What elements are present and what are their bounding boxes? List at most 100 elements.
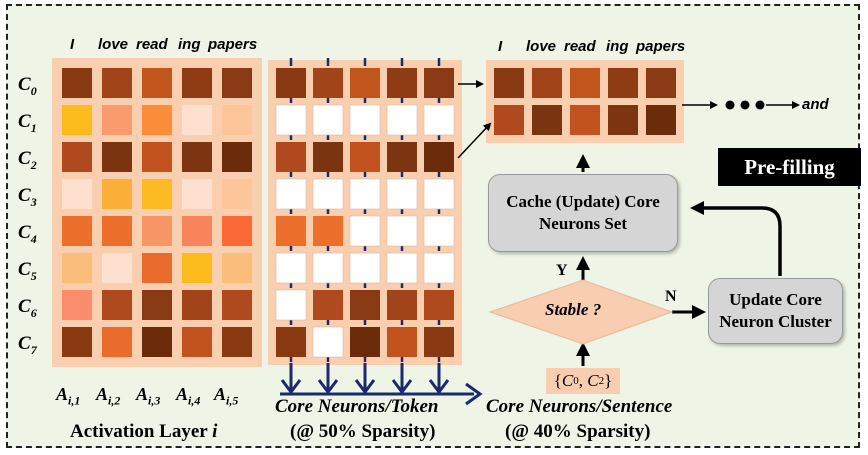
activation-grid-cell <box>142 327 172 357</box>
activation-grid-cell <box>62 68 92 98</box>
sentence-aggregate-arrowhead <box>465 382 483 406</box>
activation-grid-cell <box>62 290 92 320</box>
token-grid-cell <box>387 327 417 357</box>
token-label: ing <box>178 36 201 53</box>
activation-grid-cell <box>142 179 172 209</box>
sentence-grid-cell <box>570 105 600 135</box>
activation-grid-cell <box>102 179 132 209</box>
activation-grid-cell <box>62 216 92 246</box>
row-label-c7: C7 <box>18 333 37 357</box>
token-grid-cell <box>350 290 380 320</box>
column-label-a3: Ai,3 <box>136 384 161 408</box>
activation-grid-cell <box>102 68 132 98</box>
token-grid-cell <box>387 142 417 172</box>
token-label: read <box>136 36 168 53</box>
sentence-grid-cell <box>570 68 600 98</box>
cache-box-label: Cache (Update) Core Neurons Set <box>506 192 660 233</box>
next-token-label: and <box>802 96 829 113</box>
ellipsis-dot <box>725 100 735 110</box>
no-label: N <box>665 288 677 305</box>
token-grid-cell <box>423 252 455 284</box>
activation-grid-cell <box>62 253 92 283</box>
stable-decision-diamond <box>488 279 674 345</box>
activation-grid-cell <box>222 142 252 172</box>
sentence-grid-cell <box>646 105 676 135</box>
sentence-grid-cell <box>532 68 562 98</box>
activation-grid-panel <box>52 58 262 367</box>
activation-grid-cell <box>102 216 132 246</box>
column-label-a1: Ai,1 <box>56 384 81 408</box>
activation-grid-cell <box>222 105 252 135</box>
row-label-c6: C6 <box>18 296 37 320</box>
token-grid-cell <box>424 142 454 172</box>
activation-grid-cell <box>182 216 212 246</box>
activation-grid-cell <box>142 253 172 283</box>
token-grid-cell <box>313 290 343 320</box>
token-grid-cell <box>312 326 344 358</box>
token-grid-cell <box>386 178 418 210</box>
sentence-grid-cell <box>646 68 676 98</box>
token-grid-cell <box>313 216 343 246</box>
activation-grid-cell <box>102 142 132 172</box>
c2-to-sentence-arrow <box>457 122 492 159</box>
activation-grid-cell <box>102 327 132 357</box>
token-grid-cell <box>423 178 455 210</box>
token-grid-cell <box>276 327 306 357</box>
token-column-arrowhead <box>280 379 302 395</box>
token-caption-sparsity: (@ 50% Sparsity) <box>290 421 436 442</box>
token-label: I <box>70 36 75 53</box>
token-grid-cell <box>275 289 307 321</box>
activation-grid-cell <box>142 68 172 98</box>
token-grid-cell <box>386 104 418 136</box>
activation-grid-cell <box>142 290 172 320</box>
activation-grid-cell <box>182 253 212 283</box>
token-grid-cell <box>276 142 306 172</box>
cache-core-neurons-box: Cache (Update) Core Neurons Set <box>488 174 678 252</box>
token-grid-cell <box>349 215 381 247</box>
token-label: love <box>526 38 557 55</box>
token-grid-cell <box>276 68 306 98</box>
token-grid-cell <box>424 68 454 98</box>
activation-grid-cell <box>222 179 252 209</box>
token-grid-cell <box>349 104 381 136</box>
token-grid-cell <box>424 327 454 357</box>
row-label-c2: C2 <box>18 148 37 172</box>
stable-label: Stable ? <box>545 300 602 319</box>
token-grid-cell <box>423 104 455 136</box>
sentence-grid-cell <box>608 105 638 135</box>
pre-filling-label: Pre-filling <box>718 148 861 186</box>
row-label-c4: C4 <box>18 222 37 246</box>
token-grid-cell <box>276 216 306 246</box>
activation-grid-cell <box>62 105 92 135</box>
activation-grid-cell <box>142 216 172 246</box>
ellipsis-dot <box>740 100 750 110</box>
row-label-c0: C0 <box>18 74 37 98</box>
ellipsis-dot <box>755 100 765 110</box>
activation-grid-cell <box>182 142 212 172</box>
token-label: papers <box>636 38 686 55</box>
row-label-c1: C1 <box>18 111 37 135</box>
activation-grid-cell <box>222 327 252 357</box>
activation-grid-cell <box>182 290 212 320</box>
token-caption-title: Core Neurons/Token <box>275 396 439 417</box>
row-label-c3: C3 <box>18 185 37 209</box>
token-grid-cell <box>424 290 454 320</box>
token-label: love <box>98 36 129 53</box>
column-label-a5: Ai,5 <box>214 384 239 408</box>
activation-grid-cell <box>222 216 252 246</box>
token-column-arrowhead <box>354 379 376 395</box>
activation-layer-caption: Activation Layer i <box>70 421 218 442</box>
token-grid-cell <box>387 290 417 320</box>
token-grid-cell <box>312 178 344 210</box>
activation-grid-cell <box>102 253 132 283</box>
token-grid-cell <box>275 252 307 284</box>
token-grid-cell <box>312 104 344 136</box>
activation-grid-cell <box>62 142 92 172</box>
column-label-a2: Ai,2 <box>96 384 121 408</box>
token-grid-cell <box>275 178 307 210</box>
column-label-a4: Ai,4 <box>176 384 201 408</box>
update-box-label: Update Core Neuron Cluster <box>719 290 832 331</box>
token-grid-cell <box>386 215 418 247</box>
